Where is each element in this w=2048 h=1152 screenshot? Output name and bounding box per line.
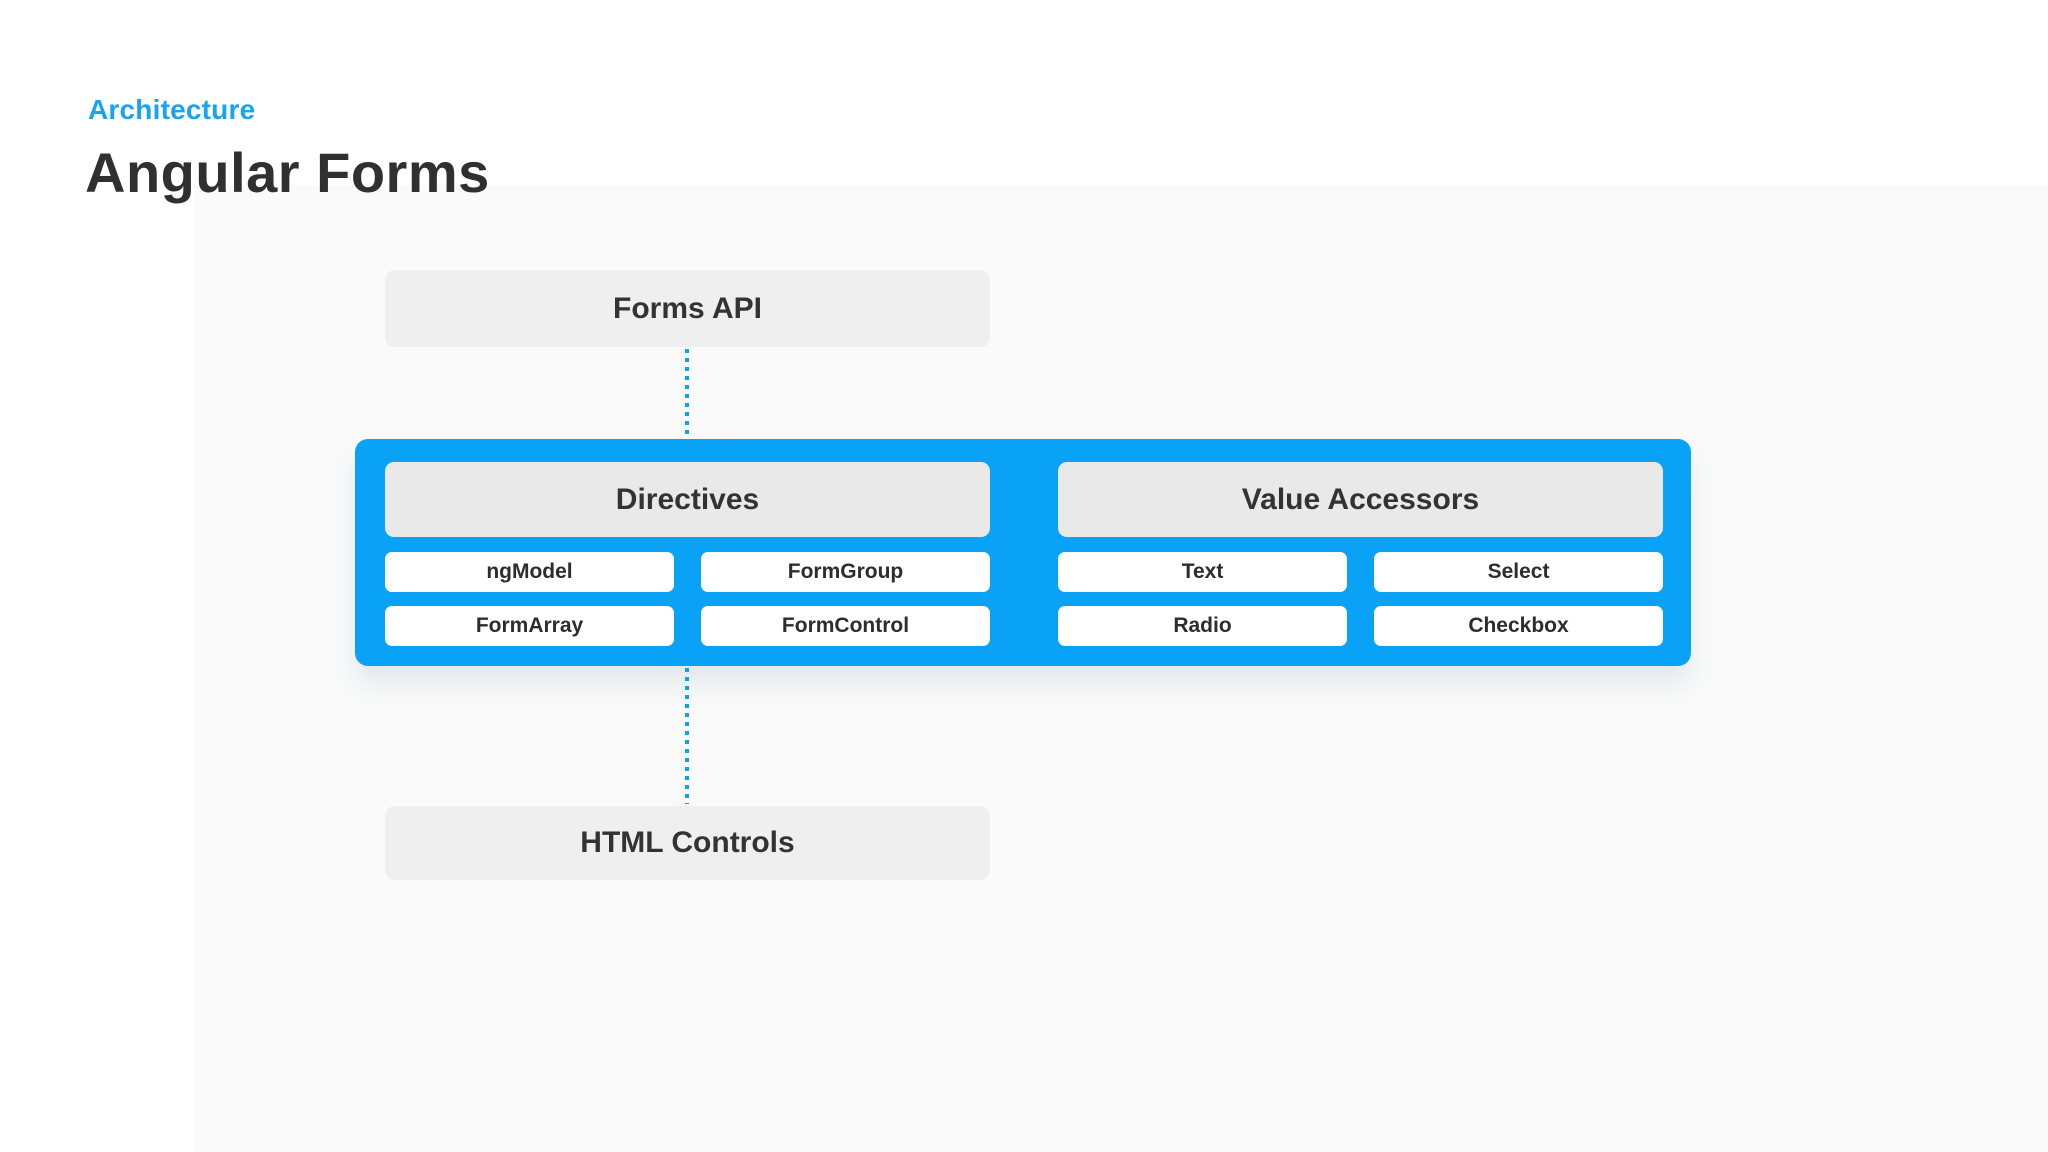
html-controls-node: HTML Controls (385, 806, 990, 880)
connector-panel-to-html-controls (685, 668, 689, 804)
eyebrow-label: Architecture (88, 94, 256, 125)
forms-api-node: Forms API (385, 270, 990, 347)
item-select: Select (1374, 552, 1663, 592)
group-directives: Directives ngModel FormGroup FormArray F… (385, 462, 990, 646)
item-formcontrol: FormControl (701, 606, 990, 646)
page-title: Angular Forms (85, 141, 490, 204)
group-directives-header: Directives (385, 462, 990, 537)
item-formgroup: FormGroup (701, 552, 990, 592)
item-formarray: FormArray (385, 606, 674, 646)
item-checkbox: Checkbox (1374, 606, 1663, 646)
group-value-accessors-items: Text Select Radio Checkbox (1058, 552, 1663, 646)
group-value-accessors-header: Value Accessors (1058, 462, 1663, 537)
group-value-accessors: Value Accessors Text Select Radio Checkb… (1058, 462, 1663, 646)
item-radio: Radio (1058, 606, 1347, 646)
connector-forms-api-to-panel (685, 349, 689, 437)
item-ngmodel: ngModel (385, 552, 674, 592)
item-text: Text (1058, 552, 1347, 592)
group-directives-items: ngModel FormGroup FormArray FormControl (385, 552, 990, 646)
forms-panel: Directives ngModel FormGroup FormArray F… (355, 439, 1691, 666)
